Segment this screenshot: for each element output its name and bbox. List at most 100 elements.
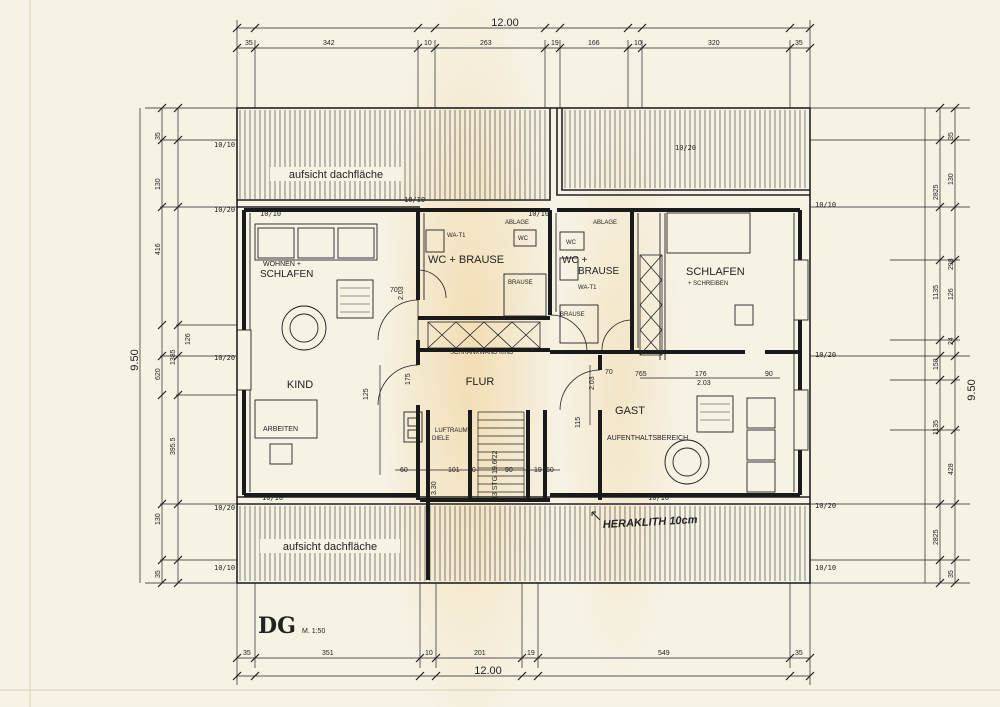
svg-text:90: 90 (765, 371, 773, 378)
svg-text:10/10: 10/10 (214, 141, 235, 149)
dimension-ticks (157, 23, 960, 681)
tick (950, 135, 960, 145)
tick (250, 43, 260, 53)
svg-text:126: 126 (948, 288, 955, 300)
svg-text:101: 101 (448, 467, 460, 474)
svg-text:FLUR: FLUR (466, 376, 495, 388)
svg-text:10/10: 10/10 (214, 564, 235, 572)
svg-text:19: 19 (551, 40, 559, 47)
svg-text:10/10: 10/10 (404, 196, 425, 204)
tick (805, 43, 815, 53)
svg-text:aufsicht dachfläche: aufsicht dachfläche (289, 169, 383, 181)
tick (805, 23, 815, 33)
tick (540, 43, 550, 53)
svg-text:10/20: 10/20 (815, 502, 836, 510)
tick (232, 43, 242, 53)
tick (555, 43, 565, 53)
svg-text:SCHLAFEN: SCHLAFEN (686, 266, 745, 278)
svg-text:765: 765 (635, 371, 647, 378)
svg-text:10: 10 (634, 40, 642, 47)
tick (413, 23, 423, 33)
tick (950, 425, 960, 435)
svg-text:35: 35 (948, 132, 955, 140)
tick (935, 375, 945, 385)
svg-text:166: 166 (588, 40, 600, 47)
svg-text:298: 298 (948, 258, 955, 270)
svg-text:10: 10 (468, 467, 476, 474)
walls (242, 208, 802, 580)
svg-text:2825: 2825 (933, 184, 940, 200)
tick (950, 375, 960, 385)
tick (157, 578, 167, 588)
svg-text:35: 35 (155, 570, 162, 578)
svg-text:130: 130 (155, 178, 162, 190)
tick (430, 23, 440, 33)
svg-text:19: 19 (527, 650, 535, 657)
svg-text:201: 201 (474, 650, 486, 657)
tick (785, 671, 795, 681)
svg-text:1385: 1385 (170, 349, 177, 365)
tick (157, 320, 167, 330)
tick (805, 653, 815, 663)
svg-text:60: 60 (546, 467, 554, 474)
right-dims: 35 130 2825 298 1135 126 24 158 1135 428… (933, 132, 955, 578)
svg-text:10/10: 10/10 (262, 494, 283, 502)
svg-text:10: 10 (425, 650, 433, 657)
svg-text:24: 24 (948, 337, 955, 345)
svg-text:DIELE: DIELE (432, 436, 449, 442)
svg-text:ABLAGE: ABLAGE (505, 220, 529, 226)
tick (173, 202, 183, 212)
inner-dims: 70 2.03 125 175 60 101 10 90 19 60 3.30 … (363, 286, 773, 500)
tick (250, 23, 260, 33)
scale-label: M. 1:50 (302, 628, 325, 635)
tick (805, 671, 815, 681)
svg-text:130: 130 (948, 173, 955, 185)
level-code: DG (258, 613, 296, 639)
tick (935, 578, 945, 588)
svg-text:BRAUSE: BRAUSE (560, 312, 585, 318)
tick (785, 23, 795, 33)
svg-text:10/20: 10/20 (214, 504, 235, 512)
staircase (477, 411, 525, 501)
svg-text:342: 342 (323, 40, 335, 47)
svg-text:10/20: 10/20 (214, 206, 235, 214)
svg-text:+ SCHREIBEN: + SCHREIBEN (688, 281, 728, 287)
tick (935, 255, 945, 265)
svg-text:KIND: KIND (287, 379, 313, 391)
svg-text:1135: 1135 (933, 420, 940, 435)
tick (157, 499, 167, 509)
svg-text:351: 351 (322, 650, 334, 657)
tick (935, 555, 945, 565)
svg-text:2825: 2825 (933, 529, 940, 545)
svg-text:35: 35 (245, 40, 253, 47)
overall-height-left: 9.50 (129, 349, 141, 370)
svg-text:1135: 1135 (933, 285, 940, 300)
svg-text:WC: WC (566, 240, 577, 246)
svg-text:10/20: 10/20 (214, 354, 235, 362)
overall-width-bottom: 12.00 (474, 665, 502, 677)
furniture (254, 212, 776, 493)
svg-text:ABLAGE: ABLAGE (593, 220, 617, 226)
tick (173, 499, 183, 509)
svg-text:2.03: 2.03 (398, 286, 405, 300)
tick (431, 671, 441, 681)
tick (250, 671, 260, 681)
svg-text:13 STG 19.6/22: 13 STG 19.6/22 (492, 450, 499, 500)
svg-text:19: 19 (534, 467, 542, 474)
roof-labels: aufsicht dachfläche aufsicht dachfläche (260, 167, 402, 553)
svg-text:ARBEITEN: ARBEITEN (263, 426, 298, 433)
svg-text:WC: WC (518, 236, 529, 242)
tick (935, 425, 945, 435)
tick (950, 255, 960, 265)
tick (555, 23, 565, 33)
tick (232, 653, 242, 663)
svg-text:LUFTRAUM: LUFTRAUM (435, 428, 468, 434)
doors (377, 269, 633, 411)
svg-text:WC +: WC + (562, 255, 587, 266)
svg-text:BRAUSE: BRAUSE (578, 266, 619, 277)
svg-text:10/10: 10/10 (648, 494, 669, 502)
wood-grain (340, 287, 730, 421)
svg-text:35: 35 (795, 40, 803, 47)
room-labels: WOHNEN + SCHLAFEN KIND ARBEITEN WC + BRA… (260, 220, 745, 442)
